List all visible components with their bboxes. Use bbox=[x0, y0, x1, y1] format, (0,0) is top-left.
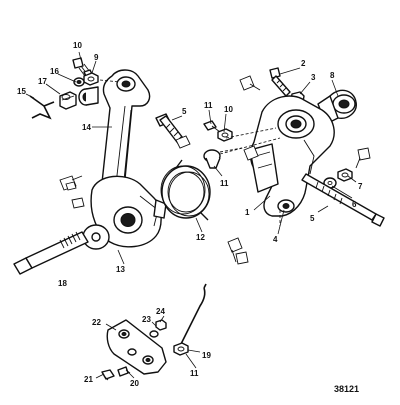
callout-16: 16 bbox=[50, 67, 59, 76]
grease-symbol-left bbox=[65, 181, 77, 191]
callout-8: 8 bbox=[330, 71, 335, 80]
nut-24 bbox=[155, 319, 167, 331]
callout-24: 24 bbox=[156, 307, 165, 316]
nut-9-mid bbox=[217, 128, 233, 142]
washer-13 bbox=[82, 224, 110, 250]
callouts: 10 9 16 17 15 14 5 11 10 11 2 3 8 7 6 5 … bbox=[17, 41, 363, 394]
nut-7 bbox=[337, 168, 353, 182]
bolt-5-lower bbox=[301, 173, 385, 227]
callout-10-upper-left: 10 bbox=[73, 41, 82, 50]
callout-17: 17 bbox=[38, 77, 47, 86]
clip-15 bbox=[29, 95, 55, 120]
washer-23 bbox=[149, 330, 159, 338]
callout-20: 20 bbox=[130, 379, 139, 388]
callout-15: 15 bbox=[17, 87, 26, 96]
grease-symbol-mid-right bbox=[243, 145, 259, 161]
spring-12 bbox=[160, 159, 211, 221]
screw-21 bbox=[101, 369, 115, 381]
callout-11-lower: 11 bbox=[190, 369, 199, 378]
callout-1: 1 bbox=[245, 208, 250, 217]
callout-6: 6 bbox=[352, 200, 357, 209]
bushing-17 bbox=[59, 91, 77, 110]
callout-7: 7 bbox=[358, 182, 363, 191]
screw-10-left bbox=[72, 57, 94, 79]
spacer-left bbox=[78, 86, 99, 106]
callout-14: 14 bbox=[82, 123, 91, 132]
bolt-18 bbox=[13, 231, 89, 275]
callout-2: 2 bbox=[301, 59, 306, 68]
ball-stud-11 bbox=[203, 147, 243, 169]
grease-symbol-lower-right bbox=[235, 251, 249, 265]
nut-9-left bbox=[83, 72, 99, 86]
assembly-line-1 bbox=[99, 79, 121, 83]
washer-16 bbox=[73, 77, 85, 87]
callout-3: 3 bbox=[311, 73, 316, 82]
figure-number: 38121 bbox=[334, 384, 359, 394]
bushing-8 bbox=[317, 89, 357, 125]
screw-10-mid bbox=[203, 120, 221, 133]
callout-22: 22 bbox=[92, 318, 101, 327]
bracket-1 bbox=[249, 95, 335, 217]
callout-9-upper-left: 9 bbox=[94, 53, 99, 62]
cable-19 bbox=[179, 283, 207, 347]
callout-18: 18 bbox=[58, 279, 67, 288]
callout-5-upper: 5 bbox=[182, 107, 187, 116]
grease-symbol-lower-center bbox=[227, 237, 243, 263]
nut-11-lower bbox=[173, 342, 189, 356]
assembly-line-2 bbox=[225, 127, 277, 139]
callout-10-mid: 11 bbox=[204, 101, 213, 110]
assembly-line-3 bbox=[219, 137, 281, 155]
screw-20 bbox=[117, 366, 131, 377]
plate-22 bbox=[106, 319, 167, 375]
callout-23: 23 bbox=[142, 315, 151, 324]
grease-symbol-bottom-left bbox=[71, 197, 85, 209]
grease-symbol-top-right bbox=[239, 75, 261, 91]
callout-13: 13 bbox=[116, 265, 125, 274]
callout-12: 12 bbox=[196, 233, 205, 242]
callout-4: 4 bbox=[273, 235, 278, 244]
grease-symbol-right bbox=[355, 147, 371, 169]
lever-hub bbox=[90, 175, 167, 248]
callout-5-lower: 5 bbox=[310, 214, 315, 223]
grease-symbol-center bbox=[175, 135, 191, 149]
leader-lines bbox=[25, 51, 357, 379]
callout-9-mid: 10 bbox=[224, 105, 233, 114]
callout-19: 19 bbox=[202, 351, 211, 360]
callout-11-mid: 11 bbox=[220, 179, 229, 188]
callout-21: 21 bbox=[84, 375, 93, 384]
